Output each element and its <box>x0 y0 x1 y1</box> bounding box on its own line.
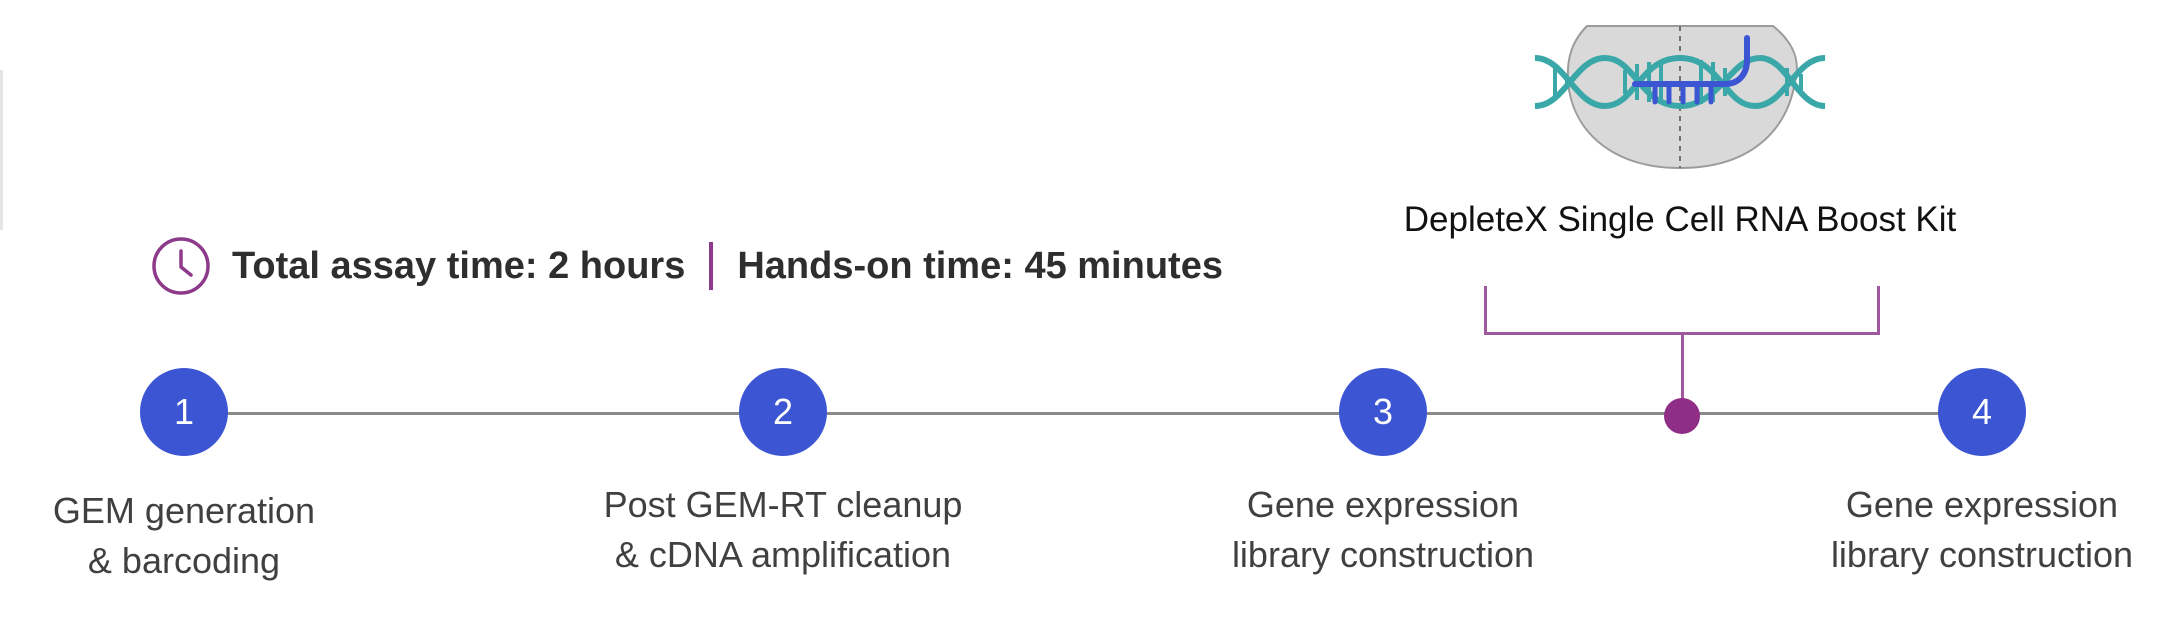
step-4-circle: 4 <box>1938 368 2026 456</box>
step-2-line-1: Post GEM-RT cleanup <box>603 484 963 525</box>
dna-droplet-illustration <box>1534 25 1826 170</box>
step-1-line-1: GEM generation <box>52 490 316 531</box>
assay-time-row: Total assay time: 2 hours Hands-on time:… <box>150 236 1223 296</box>
step-3-circle: 3 <box>1339 368 1427 456</box>
hands-on-time: Hands-on time: 45 minutes <box>737 244 1223 287</box>
bracket-stem <box>1681 332 1684 414</box>
bracket-right <box>1877 286 1880 335</box>
step-1-circle: 1 <box>140 368 228 456</box>
step-4-line-2: library construction <box>1830 534 2134 575</box>
step-4-label: Gene expression library construction <box>1722 480 2184 580</box>
step-3-label: Gene expression library construction <box>1123 480 1643 580</box>
step-1-label: GEM generation & barcoding <box>0 486 444 586</box>
clock-icon <box>152 237 210 295</box>
step-2-line-2: & cDNA amplification <box>614 534 952 575</box>
step-4-line-1: Gene expression <box>1845 484 2119 525</box>
step-2-label: Post GEM-RT cleanup & cDNA amplification <box>523 480 1043 580</box>
timeline-line <box>180 412 1980 415</box>
time-separator <box>709 242 714 290</box>
bracket-left <box>1484 286 1487 335</box>
kit-label: DepleteX Single Cell RNA Boost Kit <box>1403 200 1957 239</box>
step-2-circle: 2 <box>739 368 827 456</box>
step-3-line-1: Gene expression <box>1246 484 1520 525</box>
step-3-line-2: library construction <box>1231 534 1535 575</box>
step-1-line-2: & barcoding <box>87 540 281 581</box>
kit-milestone-dot <box>1664 398 1700 434</box>
edge-divider <box>0 70 3 230</box>
total-assay-time: Total assay time: 2 hours <box>232 244 686 287</box>
